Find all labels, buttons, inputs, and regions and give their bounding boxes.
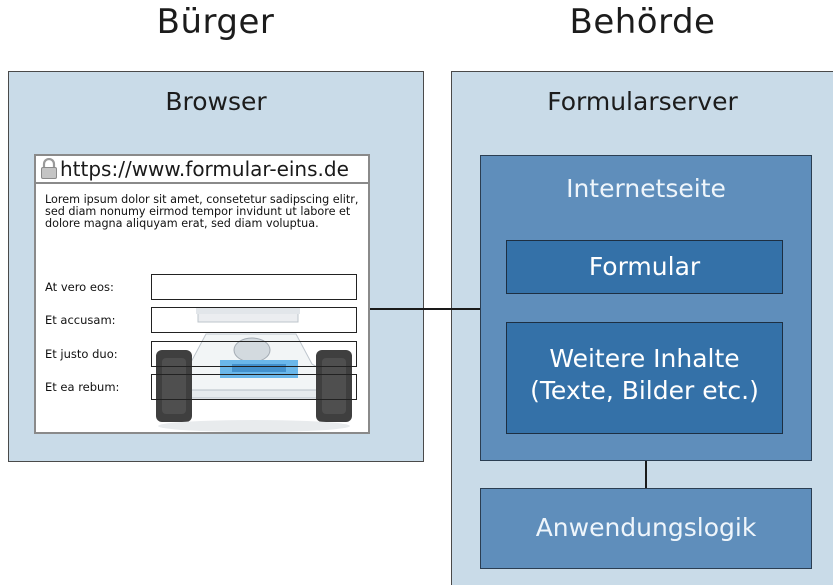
heading-buerger: Bürger <box>156 2 275 42</box>
browser-panel-title: Browser <box>165 87 267 116</box>
url-text: https://www.formular-eins.de <box>60 157 349 181</box>
browser-window: https://www.formular-eins.de Lorem ipsum… <box>34 154 370 434</box>
form-row: Et justo duo: <box>45 341 363 369</box>
lorem-text: Lorem ipsum dolor sit amet, consetetur s… <box>45 193 359 230</box>
field-label: Et accusam: <box>45 313 116 327</box>
internetseite-title: Internetseite <box>566 174 726 203</box>
address-bar[interactable]: https://www.formular-eins.de <box>36 156 368 184</box>
text-field[interactable] <box>151 274 357 300</box>
text-field[interactable] <box>151 307 357 333</box>
anwendungslogik-box: Anwendungslogik <box>480 488 812 569</box>
lock-icon <box>40 157 58 180</box>
form-row: Et accusam: <box>45 307 363 335</box>
text-field[interactable] <box>151 341 357 367</box>
form-row: Et ea rebum: <box>45 374 363 402</box>
field-label: Et justo duo: <box>45 347 118 361</box>
heading-behoerde: Behörde <box>569 2 716 42</box>
text-field[interactable] <box>151 374 357 400</box>
field-label: Et ea rebum: <box>45 380 120 394</box>
field-label: At vero eos: <box>45 280 114 294</box>
connector-internetseite-anwendungslogik <box>645 461 647 488</box>
formular-box: Formular <box>506 240 783 294</box>
server-panel-title: Formularserver <box>547 87 738 116</box>
connector-browser-internetseite <box>370 308 480 310</box>
weitere-inhalte-line1: Weitere Inhalte <box>549 344 740 373</box>
form-row: At vero eos: <box>45 274 363 302</box>
weitere-inhalte-box: Weitere Inhalte (Texte, Bilder etc.) <box>506 322 783 434</box>
weitere-inhalte-line2: (Texte, Bilder etc.) <box>530 376 759 405</box>
race-car-illustration <box>156 308 352 432</box>
